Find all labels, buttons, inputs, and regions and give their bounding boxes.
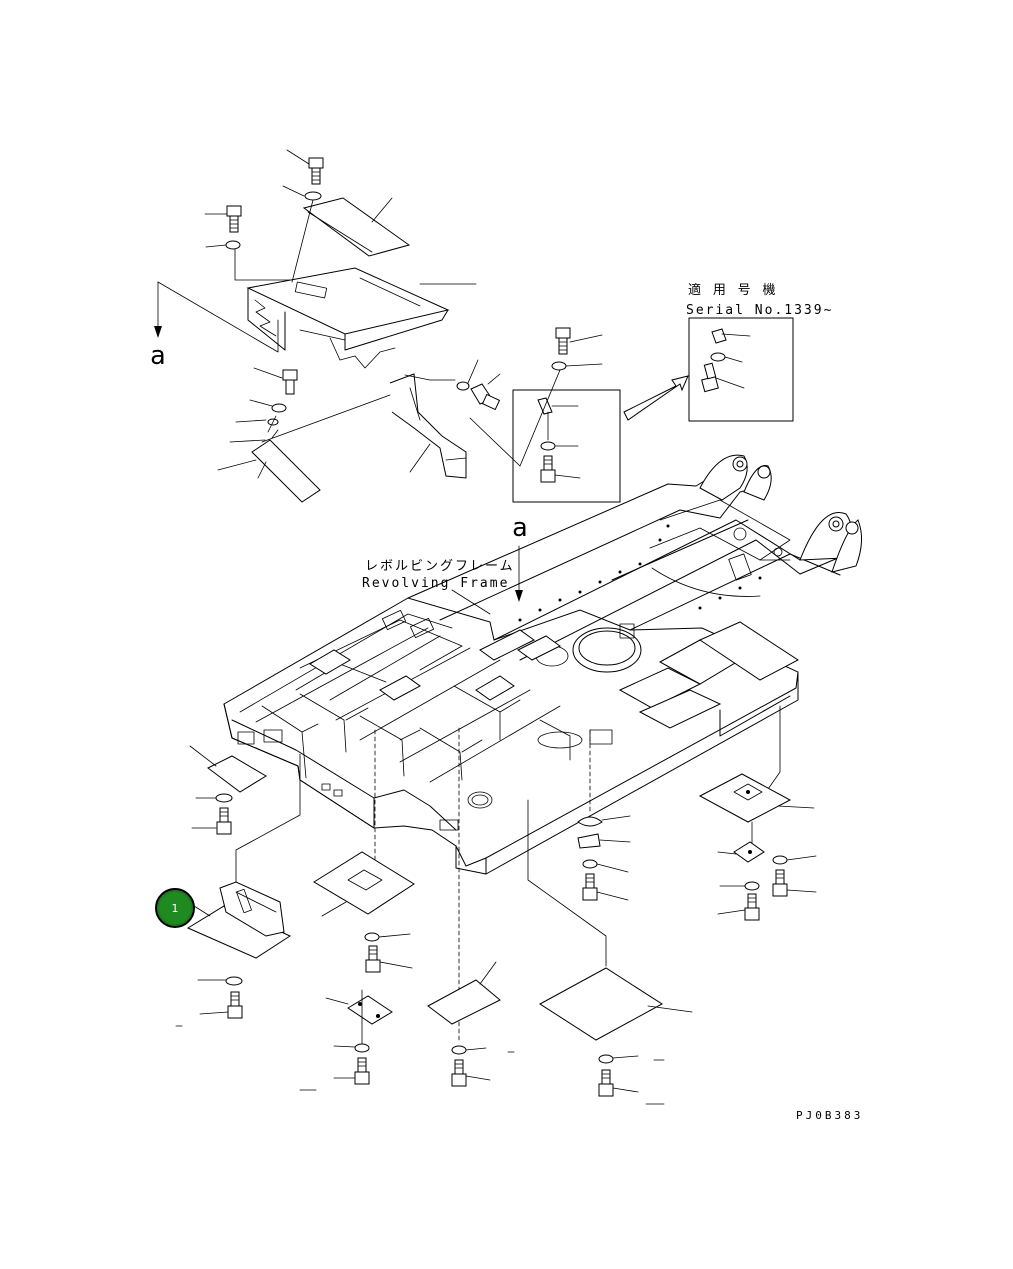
plate-top	[302, 197, 411, 257]
bolt-cover-1	[175, 991, 243, 1027]
cover-left-small	[207, 755, 267, 793]
bolt-left	[204, 205, 242, 233]
cover-large-bottom	[539, 967, 663, 1041]
drawing-code: PJ0B383	[796, 1109, 863, 1122]
strip-plate	[251, 439, 321, 503]
bolt-right-a	[772, 869, 817, 897]
bolt-lower-left	[253, 367, 298, 395]
bolt-cover-mid-left	[365, 945, 413, 973]
cover-mid-left	[313, 851, 415, 915]
bolt-center-stack	[582, 873, 629, 901]
serial-title-jp: 適 用 号 機	[688, 282, 777, 298]
callout-marker-label: 1	[172, 902, 179, 915]
top-cover-assembly: a	[150, 149, 501, 503]
shim-a	[577, 816, 603, 827]
bolt-cover-center	[451, 1059, 491, 1087]
bracket-assembly	[389, 373, 467, 479]
bolt-plate-mid-left	[299, 1057, 370, 1091]
detail-box	[469, 327, 689, 503]
washer-left	[225, 240, 241, 250]
washer-top	[304, 191, 322, 201]
bolt-right-b	[717, 893, 760, 921]
frame-label-jp: レボルビングフレーム	[365, 559, 515, 574]
view-label-upper: a	[150, 341, 166, 371]
bolt-cover-left-small	[191, 807, 232, 835]
view-label-lower: a	[512, 513, 528, 543]
washer-lower-left	[271, 403, 287, 413]
cover-center-small	[427, 979, 501, 1025]
frame-label-en: Revolving Frame	[362, 576, 509, 591]
washer-mid	[456, 381, 470, 391]
bolt-cover-large-bottom	[598, 1069, 665, 1105]
plate-mid-left	[347, 995, 393, 1025]
shim-b	[577, 833, 601, 849]
cover-part-1	[186, 881, 292, 959]
bolt-detail-top	[555, 327, 603, 355]
serial-box: 適 用 号 機 Serial No.1339~	[686, 282, 833, 422]
bolt-top	[286, 149, 324, 185]
callout-marker-1[interactable]: 1	[155, 888, 195, 928]
bolt-mid	[470, 373, 501, 411]
revolving-frame	[223, 454, 862, 875]
serial-title-en: Serial No.1339~	[686, 303, 833, 318]
large-cover	[246, 267, 477, 369]
